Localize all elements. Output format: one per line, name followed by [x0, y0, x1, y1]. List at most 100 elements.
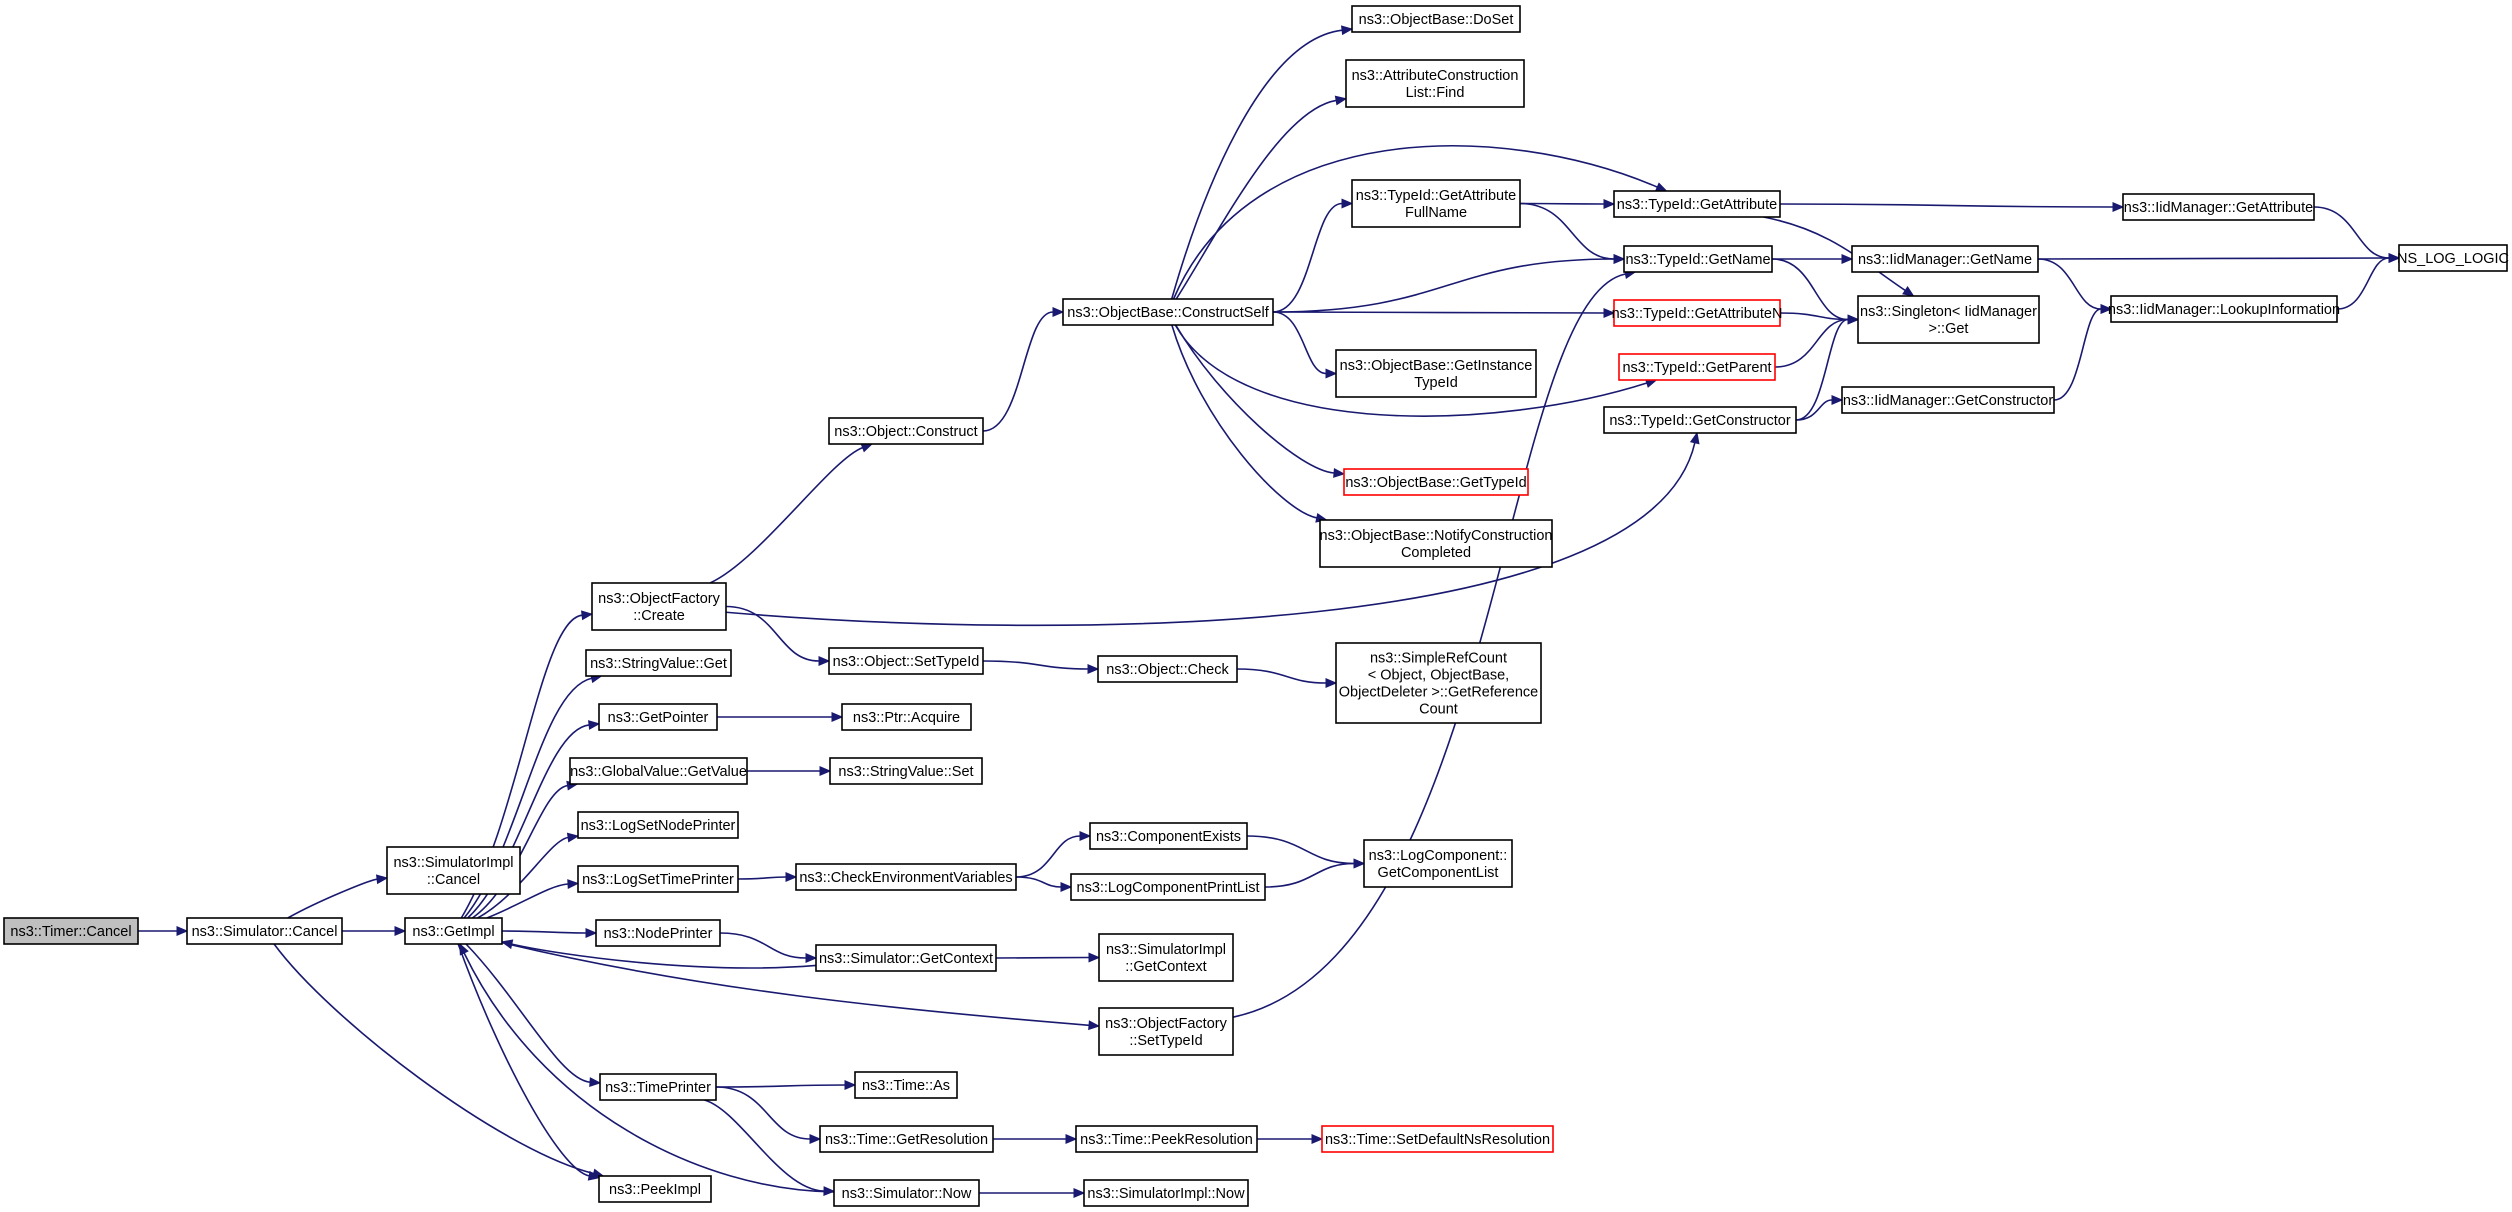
node-timeprinter[interactable]: ns3::TimePrinter: [599, 1073, 717, 1101]
edge-line: [737, 876, 787, 880]
node-object-check[interactable]: ns3::Object::Check: [1097, 655, 1238, 683]
node-objbase-gettypeid[interactable]: ns3::ObjectBase::GetTypeId: [1343, 468, 1529, 496]
node-label-line: ns3::ObjectBase::ConstructSelf: [1067, 305, 1269, 321]
node-simplerefcount[interactable]: ns3::SimpleRefCount< Object, ObjectBase,…: [1335, 642, 1542, 724]
node-label-line: ns3::ObjectBase::DoSet: [1359, 12, 1514, 28]
node-stringvalue-get[interactable]: ns3::StringValue::Get: [585, 649, 732, 677]
node-typeid-getattributen[interactable]: ns3::TypeId::GetAttributeN: [1612, 299, 1783, 327]
node-getpointer[interactable]: ns3::GetPointer: [598, 703, 718, 731]
node-typeid-getattribute[interactable]: ns3::TypeId::GetAttribute: [1613, 190, 1781, 218]
node-label-line: ns3::Object::SetTypeId: [833, 654, 980, 670]
node-box: [1319, 519, 1553, 568]
node-box: [819, 1125, 994, 1153]
edge-object_settypeid-to-object_check: [982, 660, 1100, 674]
node-getimpl[interactable]: ns3::GetImpl: [404, 917, 503, 945]
node-label-line: >::Get: [1929, 321, 1969, 337]
node-simimpl-now[interactable]: ns3::SimulatorImpl::Now: [1083, 1179, 1249, 1207]
edge-line: [725, 605, 820, 662]
node-box: [1841, 386, 2055, 414]
node-box: [599, 1073, 717, 1101]
node-objbase-notifyconstructioncompleted[interactable]: ns3::ObjectBase::NotifyConstructionCompl…: [1319, 519, 1553, 568]
node-box: [2122, 193, 2315, 221]
node-label-line: ns3::Simulator::Now: [842, 1186, 972, 1202]
node-simimpl-cancel[interactable]: ns3::SimulatorImpl::Cancel: [386, 846, 521, 895]
edge-line: [1272, 311, 1605, 314]
edge-arrowhead: [376, 874, 389, 885]
node-time-as[interactable]: ns3::Time::As: [854, 1071, 958, 1099]
node-logsetnodeprinter[interactable]: ns3::LogSetNodePrinter: [577, 811, 739, 839]
node-sim-getcontext[interactable]: ns3::Simulator::GetContext: [815, 944, 997, 972]
node-sim-now[interactable]: ns3::Simulator::Now: [833, 1179, 980, 1207]
node-time-getresolution[interactable]: ns3::Time::GetResolution: [819, 1125, 994, 1153]
node-box: [404, 917, 503, 945]
edge-typeid_getattributefullname-to-typeid_getname: [1519, 202, 1626, 264]
node-logcomponent-getcomponentlist[interactable]: ns3::LogComponent::GetComponentList: [1363, 839, 1513, 888]
edge-line: [1246, 835, 1355, 865]
node-label-line: ns3::GlobalValue::GetValue: [570, 764, 747, 780]
node-globalvalue-getvalue[interactable]: ns3::GlobalValue::GetValue: [569, 757, 748, 785]
node-iidmanager-getname[interactable]: ns3::IidManager::GetName: [1851, 245, 2039, 273]
edge-getimpl-to-peekimpl: [457, 943, 601, 1181]
node-label-line: ns3::Object::Construct: [834, 424, 977, 440]
node-timer-cancel: ns3::Timer::Cancel: [3, 917, 139, 945]
node-typeid-getconstructor[interactable]: ns3::TypeId::GetConstructor: [1603, 406, 1797, 434]
node-label-line: ns3::SimulatorImpl: [393, 855, 513, 871]
node-nodeprinter[interactable]: ns3::NodePrinter: [595, 919, 721, 947]
node-time-peekresolution[interactable]: ns3::Time::PeekResolution: [1075, 1125, 1258, 1153]
node-box: [1851, 245, 2039, 273]
node-box: [815, 944, 997, 972]
node-objfactory-settypeid[interactable]: ns3::ObjectFactory::SetTypeId: [1098, 1007, 1234, 1056]
node-logcomponentprintlist[interactable]: ns3::LogComponentPrintList: [1070, 873, 1266, 901]
edge-logcomponentprintlist-to-logcomponent_getcomponentlist: [1264, 858, 1366, 888]
edge-sim_getcontext-to-simimpl_getcontext: [995, 952, 1101, 963]
node-label-line: ns3::ObjectFactory: [598, 591, 720, 607]
edge-sim_getcontext-to-getimpl: [500, 939, 817, 969]
node-peekimpl[interactable]: ns3::PeekImpl: [598, 1175, 712, 1203]
edge-logsettimeprinter-to-checkenvvars: [737, 872, 798, 882]
edge-componentexists-to-logcomponent_getcomponentlist: [1246, 835, 1366, 869]
node-iidmanager-getconstructor[interactable]: ns3::IidManager::GetConstructor: [1841, 386, 2055, 414]
node-label-line: ::Create: [633, 608, 685, 624]
node-label-line: ns3::TypeId::GetAttributeN: [1612, 306, 1783, 322]
node-simimpl-getcontext[interactable]: ns3::SimulatorImpl::GetContext: [1098, 933, 1234, 982]
edge-iidmanager_lookupinformation-to-ns_log_logic: [2336, 253, 2401, 310]
edge-line: [1170, 29, 1343, 300]
node-object-construct[interactable]: ns3::Object::Construct: [828, 417, 984, 445]
node-singleton-get[interactable]: ns3::Singleton< IidManager >::Get: [1857, 295, 2040, 344]
node-label-line: ns3::IidManager::GetAttribute: [2124, 200, 2313, 216]
node-checkenvvars[interactable]: ns3::CheckEnvironmentVariables: [795, 863, 1017, 891]
node-object-settypeid[interactable]: ns3::Object::SetTypeId: [828, 647, 984, 675]
edge-arrowhead: [588, 720, 601, 730]
node-label-line: ns3::ObjectBase::NotifyConstruction: [1320, 528, 1553, 544]
node-label-line: ns3::ObjectBase::GetInstance: [1340, 358, 1533, 374]
node-box: [569, 757, 748, 785]
node-ns-log-logic[interactable]: NS_LOG_LOGIC: [2397, 244, 2509, 272]
node-iidmanager-lookupinformation[interactable]: ns3::IidManager::LookupInformation: [2108, 295, 2340, 323]
edge-line: [1264, 862, 1355, 888]
node-objfactory-create[interactable]: ns3::ObjectFactory::Create: [591, 582, 727, 631]
node-label-line: ns3::TypeId::GetConstructor: [1609, 413, 1791, 429]
node-box: [1613, 299, 1781, 327]
edge-sim_cancel-to-simimpl_cancel: [287, 874, 389, 919]
edge-line: [1774, 318, 1849, 368]
edge-arrowhead: [2100, 304, 2113, 314]
edge-line: [715, 1086, 811, 1140]
node-typeid-getname[interactable]: ns3::TypeId::GetName: [1623, 245, 1773, 273]
node-ptr-acquire[interactable]: ns3::Ptr::Acquire: [841, 703, 972, 731]
node-componentexists[interactable]: ns3::ComponentExists: [1089, 822, 1248, 850]
node-stringvalue-set[interactable]: ns3::StringValue::Set: [829, 757, 983, 785]
node-label-line: ns3::CheckEnvironmentVariables: [799, 870, 1012, 886]
node-iidmanager-getattribute[interactable]: ns3::IidManager::GetAttribute: [2122, 193, 2315, 221]
node-objbase-constructself[interactable]: ns3::ObjectBase::ConstructSelf: [1062, 298, 1274, 326]
node-objbase-doset[interactable]: ns3::ObjectBase::DoSet: [1351, 5, 1521, 33]
node-typeid-getparent[interactable]: ns3::TypeId::GetParent: [1618, 353, 1776, 381]
node-time-setdefaultnsresolution[interactable]: ns3::Time::SetDefaultNsResolution: [1321, 1125, 1554, 1153]
edge-line: [709, 446, 863, 584]
node-sim-cancel[interactable]: ns3::Simulator::Cancel: [186, 917, 343, 945]
node-box: [1098, 933, 1234, 982]
node-logsettimeprinter[interactable]: ns3::LogSetTimePrinter: [577, 865, 739, 893]
